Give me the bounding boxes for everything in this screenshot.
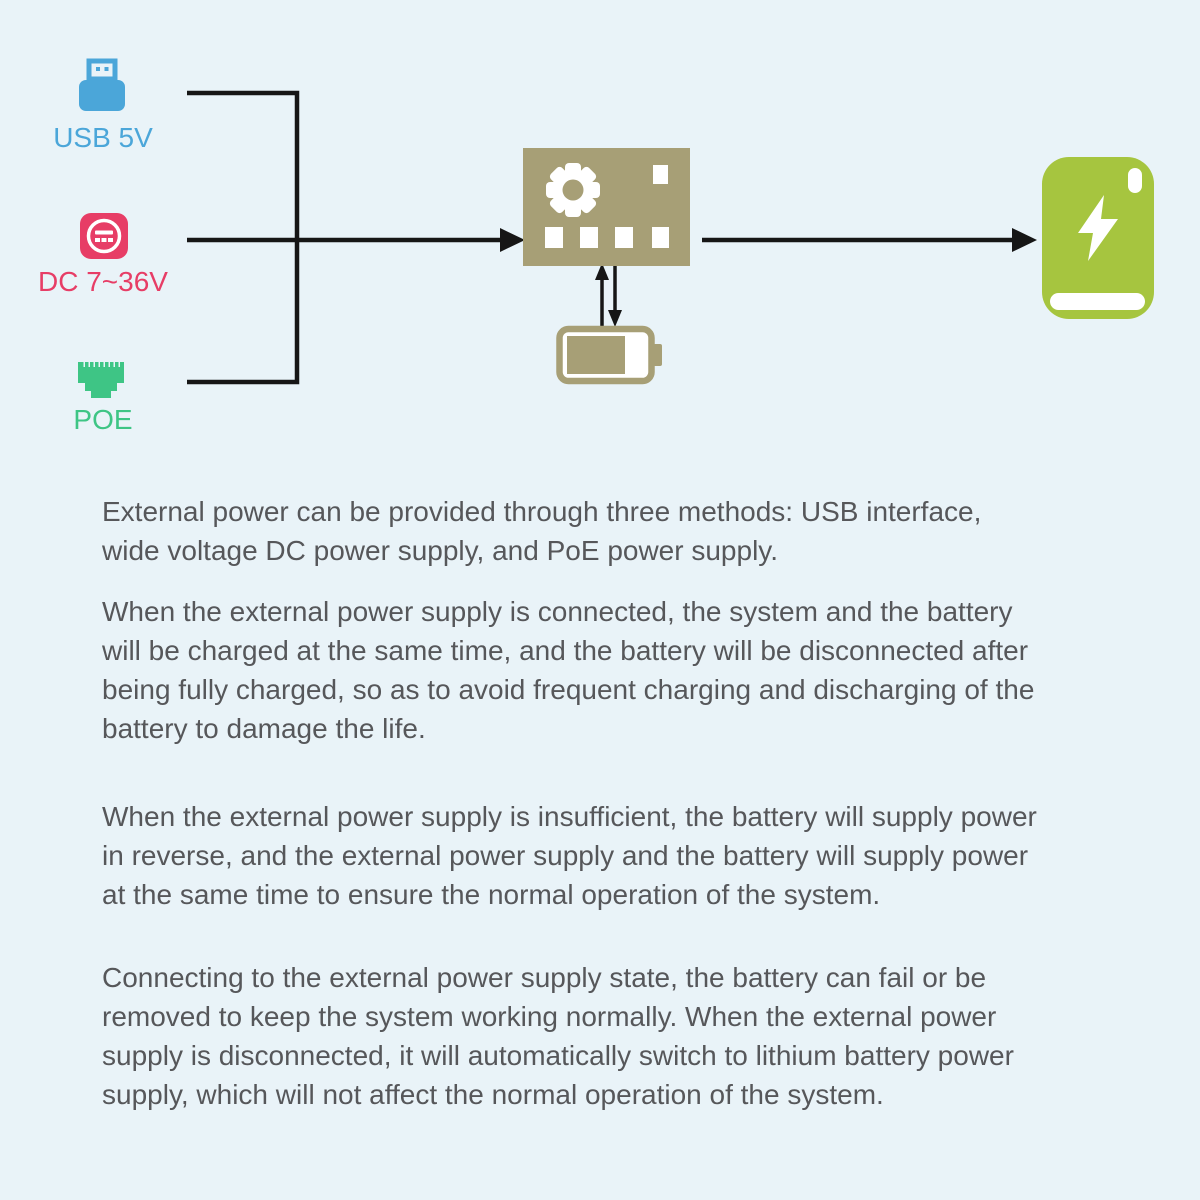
description-paragraph-2: When the external power supply is connec… [102, 596, 1035, 744]
arrow-to-board-head [500, 228, 525, 252]
lightning-bolt-icon [1078, 195, 1118, 261]
dc-jack-icon [80, 213, 128, 259]
gear-icon [546, 163, 600, 217]
power-bank-led [1128, 168, 1142, 193]
description-paragraph-1: External power can be provided through t… [102, 496, 982, 566]
battery-down-arrow-head [608, 310, 622, 327]
description-paragraph-3: When the external power supply is insuff… [102, 801, 1037, 910]
board-pad [580, 227, 598, 248]
usb-tip [86, 58, 118, 82]
board-pad [652, 227, 669, 248]
poe-label: POE [73, 404, 133, 435]
battery-level-icon [556, 325, 662, 385]
board-pad [615, 227, 633, 248]
power-bank-slot [1050, 293, 1145, 310]
dc-label: DC 7~36V [38, 266, 168, 297]
usb-label: USB 5V [53, 122, 153, 153]
description-paragraph-4: Connecting to the external power supply … [102, 962, 1014, 1110]
connector-arrows [187, 90, 1037, 385]
ethernet-rj45-icon [78, 362, 124, 398]
circuit-board-gear-icon [523, 148, 690, 266]
power-bank-lightning-icon [1042, 157, 1154, 319]
battery-terminal [653, 344, 662, 366]
battery-fill [567, 336, 625, 374]
board-pad [545, 227, 563, 248]
arrow-to-powerbank-head [1012, 228, 1037, 252]
usb-plug-icon [79, 58, 125, 111]
merge-lines [187, 90, 1014, 385]
battery-up-arrow-head [595, 263, 609, 280]
usb-body [79, 80, 125, 111]
board-chip [653, 165, 668, 184]
